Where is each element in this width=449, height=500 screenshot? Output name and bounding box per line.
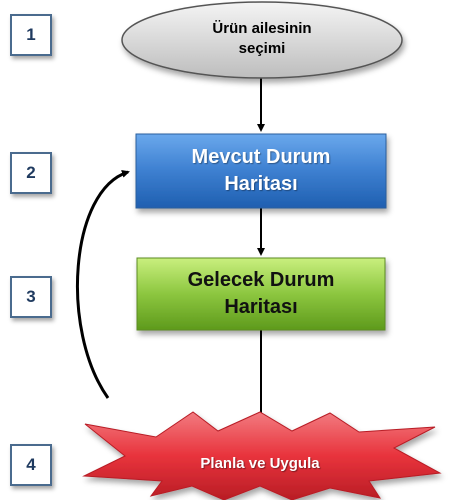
current-state-box: [135, 133, 387, 209]
step-number-1: 1: [10, 14, 52, 56]
plan-label: Planla ve Uygula: [200, 454, 320, 472]
future-state-label: Gelecek Durum Haritası: [137, 258, 385, 330]
plan-starburst: [82, 411, 442, 500]
current-state-label-line1: Mevcut Durum: [191, 146, 331, 168]
start-label-line2: seçimi: [238, 40, 286, 57]
start-ellipse: [121, 1, 403, 79]
step-number-3: 3: [10, 276, 52, 318]
start-label: Ürün ailesinin seçimi: [150, 8, 374, 70]
step-number-4: 4: [10, 444, 52, 486]
current-state-label: Mevcut Durum Haritası: [136, 134, 386, 208]
future-state-label-line1: Gelecek Durum: [187, 269, 335, 291]
current-state-label-line2: Haritası: [224, 173, 298, 195]
step-number-2: 2: [10, 152, 52, 194]
future-state-label-line2: Haritası: [224, 296, 298, 318]
start-label-line1: Ürün ailesinin: [212, 20, 312, 37]
future-state-box: [136, 257, 386, 331]
feedback-arrow: [76, 169, 130, 399]
